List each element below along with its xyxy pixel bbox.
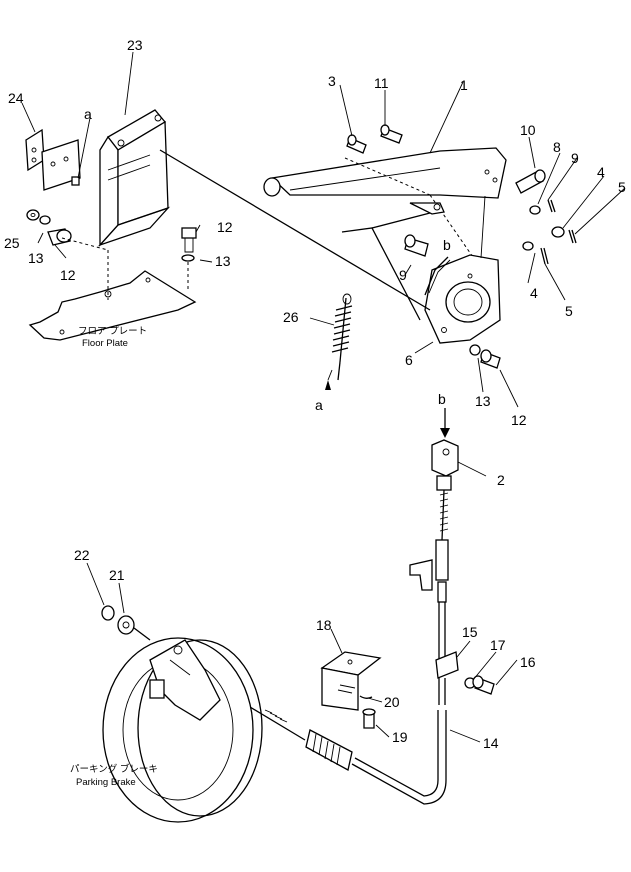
bolt-12-right (480, 349, 501, 369)
callout-14: 14 (483, 735, 499, 751)
washer-13-left (39, 215, 51, 225)
washer-25 (26, 209, 40, 221)
callout-4-top: 4 (597, 164, 605, 180)
lever-1 (263, 147, 507, 261)
callout-1: 1 (460, 77, 468, 93)
washer-13-center (181, 254, 195, 262)
cable-14 (229, 694, 447, 805)
spring-26 (331, 293, 353, 381)
callout-labels: 23 24 a 25 13 12 12 13 3 11 1 10 8 9 4 5… (4, 37, 626, 751)
callout-11: 11 (374, 75, 389, 91)
cotter-pin-5-mid (540, 247, 549, 265)
callout-22: 22 (74, 547, 90, 563)
bolt-12-left (47, 228, 72, 246)
bracket-23 (97, 109, 171, 247)
letter-a-top: a (84, 106, 92, 122)
floor-plate (28, 270, 197, 341)
cable-clamp-15 (435, 651, 459, 679)
clevis-2 (431, 439, 459, 491)
callout-3: 3 (328, 73, 336, 89)
callout-19: 19 (392, 729, 408, 745)
bracket-18 (320, 651, 382, 711)
callout-13-center: 13 (215, 253, 231, 269)
callout-16: 16 (520, 654, 536, 670)
parking-brake-caption-jp: パーキング ブレーキ (70, 763, 158, 775)
callout-13-right: 13 (475, 393, 491, 409)
washer-8 (529, 205, 541, 215)
callout-12-left: 12 (60, 267, 76, 283)
bolt-19 (362, 708, 376, 729)
collar-21 (117, 615, 135, 635)
callout-23: 23 (127, 37, 143, 53)
bolt-12-center (181, 227, 197, 253)
floor-plate-caption-en: Floor Plate (82, 338, 128, 349)
callout-20: 20 (384, 694, 400, 710)
callout-8: 8 (553, 139, 561, 155)
parking-brake-drum (102, 637, 263, 823)
callout-18: 18 (316, 617, 332, 633)
washer-4-top (551, 226, 565, 238)
callout-5-mid: 5 (565, 303, 573, 319)
cable-fitting (409, 539, 449, 603)
floor-plate-caption-jp: フロア プレート (78, 326, 147, 337)
callout-7: 9 (399, 267, 407, 283)
callout-6: 6 (405, 352, 413, 368)
bracket-24 (25, 128, 81, 191)
callout-4-mid: 4 (530, 285, 538, 301)
callout-12-center: 12 (217, 219, 233, 235)
callout-26: 26 (283, 309, 299, 325)
callout-17: 17 (490, 637, 506, 653)
washer-4-mid (522, 241, 534, 251)
callout-15: 15 (462, 624, 478, 640)
callout-5-top: 5 (618, 179, 626, 195)
nut-22 (101, 605, 115, 621)
callout-12-right: 12 (511, 412, 527, 428)
callout-21: 21 (109, 567, 125, 583)
parking-brake-caption-en: Parking Brake (76, 777, 136, 788)
callout-9: 9 (571, 150, 579, 166)
callout-24: 24 (8, 90, 24, 106)
pin-10 (515, 169, 546, 194)
snap-ring-20 (359, 695, 373, 699)
callout-2: 2 (497, 472, 505, 488)
captions: フロア プレート Floor Plate パーキング ブレーキ Parking … (70, 326, 158, 788)
cotter-pin-9 (547, 199, 556, 213)
callout-25: 25 (4, 235, 20, 251)
washer-13-right (469, 344, 481, 356)
cotter-pin-5-top (568, 229, 577, 244)
letter-b-bottom: b (438, 391, 446, 407)
callout-13-left: 13 (28, 250, 44, 266)
letter-b-top: b (443, 237, 451, 253)
pin-7 (404, 234, 429, 257)
callout-10: 10 (520, 122, 536, 138)
pin-3 (346, 134, 367, 154)
pin-11 (380, 124, 403, 144)
letter-a-bottom: a (315, 397, 323, 413)
bolt-16 (472, 675, 495, 695)
ratchet-bracket-6 (424, 254, 501, 344)
